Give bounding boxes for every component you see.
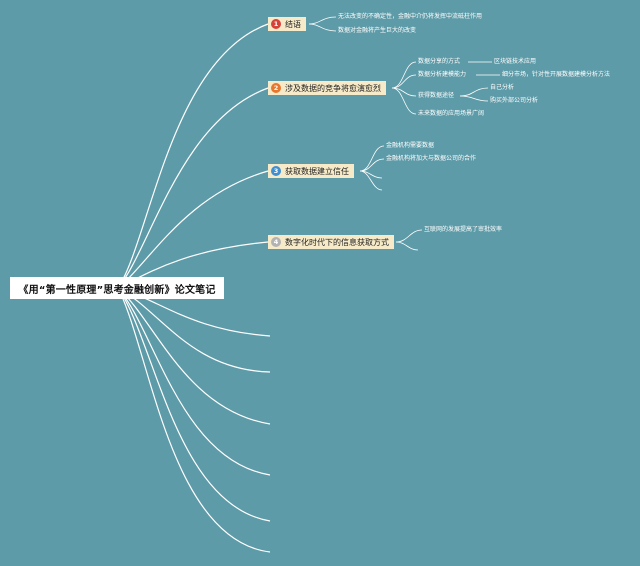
connector-t2-d <box>391 87 417 115</box>
connector-t2-c1 <box>459 87 489 97</box>
number-badge-icon: 4 <box>271 237 281 247</box>
connector-root-e4 <box>117 287 271 476</box>
leaf-t1-uncertainty[interactable]: 无法改变的不确定性，金融中介仍将发挥中流砥柱作用 <box>338 13 483 20</box>
connector-root-e5 <box>117 287 271 522</box>
root-topic[interactable]: 《用“第一性原理”思考金融创新》论文笔记 <box>10 277 224 299</box>
leaf-t3-cooperation[interactable]: 金融机构将加大与数据公司的合作 <box>386 155 477 162</box>
leaf-t2-segmentation[interactable]: 细分市场，针对性开展数据建模分析方法 <box>502 71 611 78</box>
topic-data-competition[interactable]: 2 涉及数据的竞争将愈演愈烈 <box>268 81 386 95</box>
connector-t2-a <box>391 61 417 89</box>
leaf-t3-need-data[interactable]: 金融机构需要数据 <box>386 142 435 149</box>
topic-label: 结语 <box>285 19 301 29</box>
leaf-t4-internet[interactable]: 互联网的发展提高了审批效率 <box>424 226 503 233</box>
leaf-t2-modeling[interactable]: 数据分析建模能力 <box>418 71 467 78</box>
connector-t2-c2 <box>459 95 489 102</box>
connector-root-e2 <box>117 287 271 373</box>
leaf-t2-future-scenarios[interactable]: 未来数据的应用场景广阔 <box>418 110 485 117</box>
leaf-t2-sharing[interactable]: 数据分享的方式 <box>418 58 461 65</box>
leaf-t2-buy-analysis[interactable]: 购买外部公司分析 <box>490 97 539 104</box>
number-badge-icon: 2 <box>271 83 281 93</box>
topic-label: 获取数据建立信任 <box>285 166 349 176</box>
connector-t4-a <box>395 229 423 243</box>
connector-t3-b <box>359 158 385 172</box>
connector-t2-b <box>391 74 417 89</box>
connector-t1-b <box>308 23 337 32</box>
leaf-t2-blockchain[interactable]: 区块链技术应用 <box>494 58 537 65</box>
connector-root-t3 <box>117 170 269 289</box>
number-badge-icon: 1 <box>271 19 281 29</box>
topic-label: 涉及数据的竞争将愈演愈烈 <box>285 83 381 93</box>
leaf-t2-self-analysis[interactable]: 自己分析 <box>490 84 515 91</box>
topic-information-access[interactable]: 4 数字化时代下的信息获取方式 <box>268 235 394 249</box>
connector-root-e3 <box>117 287 271 425</box>
connector-root-t2 <box>117 87 269 289</box>
number-badge-icon: 3 <box>271 166 281 176</box>
leaf-t2-channels[interactable]: 获得数据途径 <box>418 92 455 99</box>
topic-label: 数字化时代下的信息获取方式 <box>285 237 389 247</box>
connector-t3-a <box>359 145 385 172</box>
leaf-t1-data-change[interactable]: 数据对金融将产生巨大的改变 <box>338 27 417 34</box>
connector-t1-a <box>308 16 337 25</box>
connector-t4-e1 <box>395 241 419 251</box>
connector-root-t1 <box>117 23 269 289</box>
root-topic-label: 《用“第一性原理”思考金融创新》论文笔记 <box>18 284 216 296</box>
topic-data-trust[interactable]: 3 获取数据建立信任 <box>268 164 354 178</box>
topic-conclusion[interactable]: 1 结语 <box>268 17 306 31</box>
connector-t3-e2 <box>359 170 383 191</box>
connector-root-e6 <box>117 287 271 553</box>
